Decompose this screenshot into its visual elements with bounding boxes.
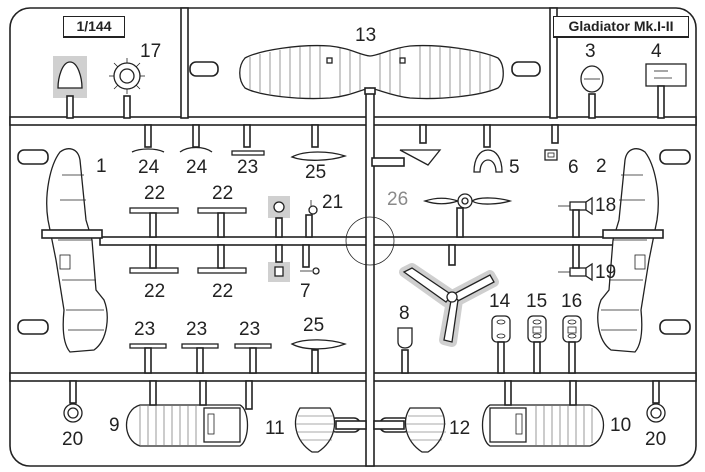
- runner-vertical-center: [365, 89, 375, 467]
- part-number-23: 23: [239, 319, 261, 340]
- canopy-part: [53, 56, 87, 119]
- part-20-wheel: [63, 380, 83, 423]
- part-number-15: 15: [526, 291, 548, 312]
- part-number-16: 16: [561, 291, 583, 312]
- runner-bottom: [9, 372, 697, 382]
- edge-tab: [659, 319, 691, 335]
- part-number-25: 25: [305, 162, 327, 183]
- part-24-strut: [179, 124, 213, 153]
- runner-vertical-left: [180, 7, 189, 119]
- part-number-13: 13: [355, 25, 377, 46]
- part-22-strut: [197, 244, 247, 274]
- three-blade-propeller: [399, 244, 499, 347]
- part-number-2: 2: [596, 156, 607, 177]
- edge-tab: [659, 149, 691, 165]
- gun-part: [371, 124, 442, 167]
- scale-label: 1/144: [63, 16, 125, 38]
- part-22-strut: [197, 207, 247, 238]
- runner-vertical-right: [549, 7, 558, 119]
- part-number-3: 3: [585, 41, 596, 62]
- runner-top: [9, 116, 697, 126]
- part-number-22: 22: [212, 281, 234, 302]
- runner-middle: [99, 236, 621, 246]
- part-number-22: 22: [212, 183, 234, 204]
- part-23-strut: [129, 343, 167, 374]
- part-number-21: 21: [322, 192, 344, 213]
- part-number-23: 23: [186, 319, 208, 340]
- part-number-25: 25: [303, 315, 325, 336]
- part-1-fuselage-left: [41, 148, 108, 353]
- part-22-strut: [129, 207, 179, 238]
- part-number-19: 19: [595, 262, 617, 283]
- part-number-11: 11: [265, 418, 285, 439]
- part-16: [562, 315, 582, 374]
- part-number-14: 14: [489, 291, 511, 312]
- part-number-5: 5: [509, 157, 520, 178]
- part-number-7: 7: [300, 281, 311, 302]
- part-number-12: 12: [449, 418, 471, 439]
- part-number-23: 23: [237, 157, 259, 178]
- part-10-lower-wing: [481, 380, 604, 447]
- sprue-title: Gladiator Mk.I-II: [553, 16, 689, 38]
- part-17-engine: [109, 58, 145, 119]
- part-number-24: 24: [138, 157, 160, 178]
- part-number-10: 10: [610, 415, 632, 436]
- part-21: [305, 200, 318, 238]
- part-19-gun: [558, 244, 593, 282]
- part-26-propeller: [422, 193, 513, 238]
- part-3-round: [580, 65, 604, 119]
- part-6-small: [544, 124, 559, 161]
- part-2-fuselage-right: [597, 148, 664, 353]
- part-18-gun: [558, 196, 593, 238]
- part-5-cowl: [473, 124, 503, 173]
- part-24-strut: [131, 124, 165, 153]
- part-number-17: 17: [140, 41, 162, 62]
- edge-tab: [511, 61, 541, 77]
- part-9-lower-wing: [126, 380, 253, 447]
- runner-hub: [345, 216, 395, 266]
- part-number-22: 22: [144, 183, 166, 204]
- part-number-26: 26: [387, 189, 409, 210]
- part-25-strut: [290, 124, 348, 161]
- part-number-18: 18: [595, 195, 617, 216]
- part-25-strut: [290, 339, 347, 374]
- part-23-strut: [181, 343, 219, 374]
- part-13-upper-wing: [239, 44, 504, 100]
- part-15: [527, 315, 547, 374]
- part-12-tail: [373, 407, 446, 453]
- edge-tab: [17, 149, 49, 165]
- edge-tab: [189, 61, 219, 77]
- part-number-24: 24: [186, 157, 208, 178]
- part-number-4: 4: [651, 41, 662, 62]
- part-23-strut: [231, 124, 265, 156]
- part-4-panel: [645, 63, 687, 119]
- edge-tab: [17, 319, 49, 335]
- part-number-6: 6: [568, 157, 579, 178]
- part-number-22: 22: [144, 281, 166, 302]
- part-23-strut: [234, 343, 272, 374]
- part-11-tail: [294, 407, 367, 453]
- part-22-strut: [129, 244, 179, 274]
- part-number-9: 9: [109, 415, 120, 436]
- small-round-part: [268, 196, 290, 238]
- small-square-part: [268, 244, 290, 282]
- part-7: [300, 244, 320, 275]
- part-14: [491, 315, 511, 374]
- part-20-wheel: [646, 380, 666, 423]
- part-8: [397, 327, 413, 374]
- part-number-8: 8: [399, 303, 410, 324]
- part-number-1: 1: [96, 156, 107, 177]
- part-number-20: 20: [62, 429, 84, 450]
- part-number-20: 20: [645, 429, 667, 450]
- part-number-23: 23: [134, 319, 156, 340]
